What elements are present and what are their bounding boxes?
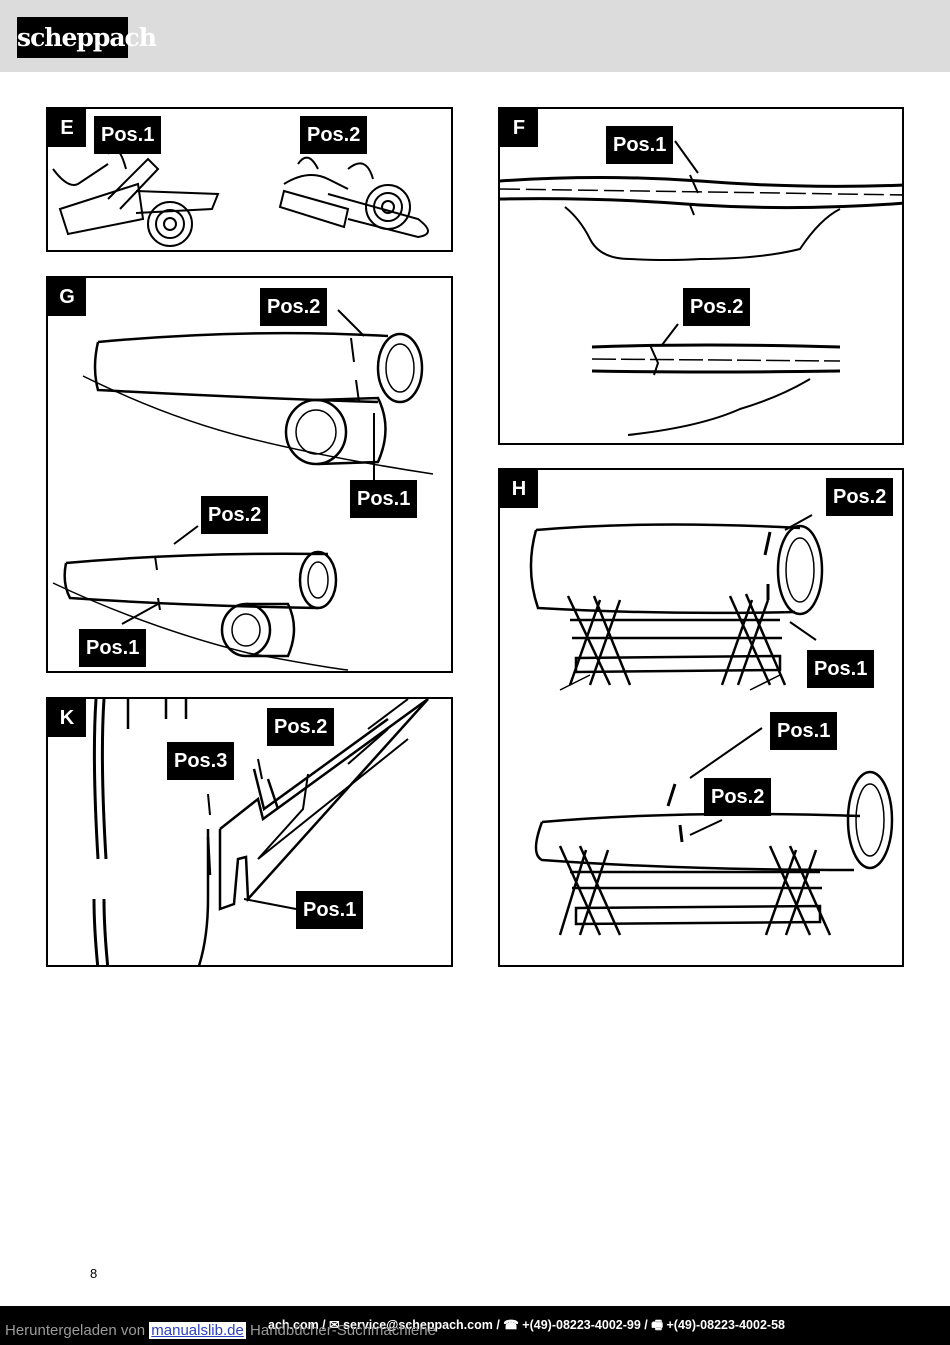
download-prefix: Heruntergeladen von [5,1322,146,1339]
pos2-label: Pos.2 [300,116,368,154]
panel-f: F Pos.1 Pos.2 [498,107,904,445]
manualslib-link[interactable]: manualslib.de [149,1322,246,1339]
panel-e: E Pos.1 Pos.2 [46,107,453,252]
contact-info: ach.com / ✉ service@scheppach.com / ☎ +(… [268,1318,785,1332]
panel-g: G Pos.2 Pos.1 Pos.2 Pos.1 [46,276,453,673]
scheppach-logo: scheppach [17,17,157,58]
pos3-label: Pos.3 [167,742,235,780]
page-number: 8 [90,1266,98,1281]
pos1-label: Pos.1 [296,891,364,929]
chainsaw-illustration [52,148,429,247]
pos1-label: Pos.1 [807,650,875,688]
panel-label-h: H [500,470,538,508]
panel-k: K Pos.2 Pos.3 Pos.1 [46,697,453,967]
pos2-label: Pos.2 [201,496,269,534]
panel-label-f: F [500,109,538,147]
panel-label-k: K [48,699,86,737]
download-suffix: Handbücher-Suchmachiene [250,1322,436,1339]
logs-on-slope-illustration [52,309,434,671]
panel-label-e: E [48,109,86,147]
pos2-label: Pos.2 [260,288,328,326]
pos1-label: Pos.1 [94,116,162,154]
panel-label-g: G [48,278,86,316]
panel-h: H Pos.2 Pos.1 Pos.1 Pos.2 [498,468,904,967]
pos1-label: Pos.1 [79,629,147,667]
pos2-label: Pos.2 [267,708,335,746]
pos1-label: Pos.1 [770,712,838,750]
pos2-label: Pos.2 [683,288,751,326]
log-on-sawhorse-illustration [529,514,894,936]
page-header: scheppach [0,0,950,72]
pos1-label: Pos.1 [350,480,418,518]
pos2-label: Pos.2 [826,478,894,516]
tree-branch-illustration [92,699,429,965]
pos1-label: Pos.1 [606,126,674,164]
page-footer: ach.com / ✉ service@scheppach.com / ☎ +(… [0,1306,950,1345]
download-notice: Heruntergeladen von manualslib.de Handbü… [5,1322,436,1339]
log-on-ground-illustration [500,140,902,436]
pos2-label: Pos.2 [704,778,772,816]
